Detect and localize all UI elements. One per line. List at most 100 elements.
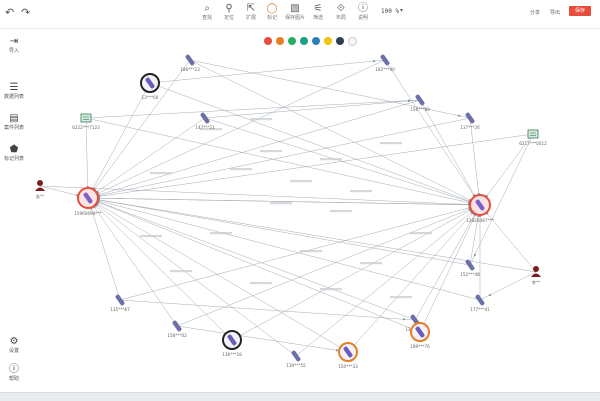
graph-edge[interactable] [189, 59, 471, 119]
graph-edge[interactable] [204, 99, 421, 119]
graph-edge[interactable] [419, 204, 481, 333]
graph-edge[interactable] [295, 204, 481, 357]
graph-edge[interactable] [85, 117, 89, 199]
graph-node[interactable] [222, 330, 242, 350]
graph-edge[interactable] [87, 59, 191, 199]
graph-edge[interactable] [87, 197, 416, 321]
color-swatch-white[interactable] [348, 37, 357, 46]
save-button[interactable]: 保存 [569, 6, 591, 16]
color-swatch-dark[interactable] [336, 37, 344, 45]
color-swatch-blue[interactable] [312, 37, 320, 45]
graph-node[interactable] [475, 294, 485, 306]
graph-edge[interactable] [119, 204, 481, 301]
info-icon: ⓘ [358, 3, 368, 14]
graph-edge[interactable] [189, 59, 481, 206]
graph-edge[interactable] [87, 117, 206, 199]
graph-node[interactable] [410, 322, 430, 342]
redo-icon[interactable]: ↷ [21, 6, 31, 19]
node-label: 135***67 [110, 307, 130, 312]
graph-edge[interactable] [119, 299, 416, 321]
graph-edge[interactable] [87, 99, 421, 199]
graph-node[interactable] [115, 294, 125, 306]
sidebar-item-mark-list[interactable]: ⬟ 标记列表 [3, 144, 25, 163]
color-swatch-yellow[interactable] [324, 37, 332, 45]
graph-node[interactable] [140, 73, 160, 93]
graph-edge[interactable] [87, 117, 471, 199]
tool-search-button[interactable]: ⌕ 查找 [196, 3, 218, 27]
color-swatch-teal[interactable] [300, 37, 308, 45]
edge-label [140, 235, 162, 238]
tool-image-button[interactable]: ▧ 保存图片 [284, 3, 306, 27]
tool-expand-button[interactable]: ⇱ 扩展 [240, 3, 262, 27]
graph-node[interactable] [338, 342, 358, 362]
graph-node[interactable] [465, 259, 475, 271]
graph-edge[interactable] [479, 204, 537, 273]
graph-edge[interactable] [87, 197, 121, 301]
sidebar-item-help[interactable]: ⓘ 帮助 [3, 364, 25, 383]
graph-node[interactable] [185, 54, 195, 66]
sidebar-item-import[interactable]: ⇥ 导入 [3, 36, 25, 55]
graph-edge[interactable] [85, 99, 421, 119]
graph-edge[interactable] [231, 204, 481, 341]
graph-edge[interactable] [87, 197, 421, 333]
share-link[interactable]: 分享 [530, 10, 541, 16]
graph-node[interactable] [380, 54, 390, 66]
graph-edge[interactable] [87, 59, 386, 199]
tool-mark-button[interactable]: ◯ 标记 [261, 3, 283, 27]
graph-node[interactable] [531, 266, 541, 277]
person-body [531, 273, 541, 277]
export-link[interactable]: 导出 [550, 10, 561, 16]
graph-node[interactable] [80, 113, 92, 123]
graph-edge[interactable] [347, 204, 481, 353]
graph-node[interactable] [291, 350, 301, 362]
graph-edge[interactable] [87, 197, 297, 357]
graph-node[interactable] [415, 94, 425, 106]
graph-node[interactable] [465, 112, 475, 124]
graph-edge[interactable] [176, 204, 481, 327]
graph-edge[interactable] [414, 204, 481, 321]
graph-edge[interactable] [87, 82, 151, 199]
tool-filter-button[interactable]: ⚟ 筛选 [307, 3, 329, 27]
tool-locate-button[interactable]: ⚲ 定位 [218, 3, 240, 27]
tool-info-button[interactable]: ⓘ 说明 [352, 3, 374, 27]
graph-edge[interactable] [469, 133, 534, 266]
graph-edge[interactable] [87, 197, 471, 266]
graph-edge[interactable] [469, 117, 481, 206]
graph-edge[interactable] [87, 133, 534, 199]
color-swatch-orange[interactable] [276, 37, 284, 45]
graph-edge[interactable] [87, 197, 233, 341]
sidebar-item-data-list[interactable]: ☰ 数据列表 [3, 82, 25, 101]
graph-edge[interactable] [419, 99, 481, 206]
hub-node[interactable] [77, 187, 99, 209]
graph-node[interactable] [35, 180, 45, 191]
graph-edge[interactable] [149, 82, 481, 206]
graph-node[interactable] [200, 112, 210, 124]
graph-edge[interactable] [204, 117, 481, 206]
hub-node[interactable] [469, 194, 491, 216]
sidebar-item-settings[interactable]: ⚙ 设置 [3, 336, 25, 355]
tool-label: 筛选 [312, 15, 323, 21]
graph-edge[interactable] [384, 59, 481, 206]
sidebar-item-case-list[interactable]: ▤ 案件列表 [3, 113, 25, 132]
undo-icon[interactable]: ↶ [5, 6, 15, 19]
graph-edge[interactable] [87, 197, 537, 273]
graph-edge[interactable] [87, 197, 178, 327]
zoom-level[interactable]: 100 % [381, 8, 400, 15]
graph-node[interactable] [527, 129, 539, 139]
graph-node[interactable] [172, 320, 182, 332]
color-swatch-red[interactable] [264, 37, 272, 45]
graph-edge[interactable] [87, 197, 349, 353]
tool-layout-button[interactable]: ⟐ 布局 [330, 3, 352, 27]
graph-edge[interactable] [479, 133, 534, 206]
graph-edge[interactable] [149, 59, 386, 84]
node-label: 147***21 [195, 125, 215, 130]
graph-edge[interactable] [87, 197, 481, 206]
chevron-down-icon[interactable]: ▾ [400, 7, 404, 14]
graph-edge[interactable] [39, 185, 481, 206]
color-swatch-green[interactable] [288, 37, 296, 45]
graph-edge[interactable] [85, 117, 481, 206]
graph-edge[interactable] [176, 325, 349, 353]
graph-edge[interactable] [87, 197, 481, 301]
